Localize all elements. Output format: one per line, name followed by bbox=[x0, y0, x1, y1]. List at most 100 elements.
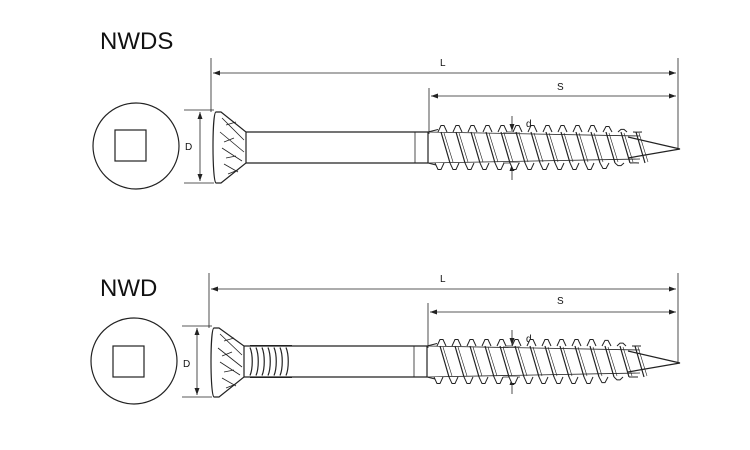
screw-head bbox=[210, 327, 245, 398]
thread-crest-top bbox=[436, 339, 447, 347]
thread-crest-top bbox=[557, 125, 568, 133]
square-drive-icon bbox=[112, 345, 145, 378]
thread-crest-bottom bbox=[464, 162, 475, 170]
thread-flank bbox=[502, 346, 513, 377]
thread-flank bbox=[458, 132, 469, 163]
screw-nwds: NWDS D L S bbox=[92, 28, 681, 190]
thread-flank bbox=[473, 132, 484, 163]
thread-flank bbox=[530, 131, 541, 164]
thread-flank bbox=[562, 346, 573, 377]
thread-crest-bottom bbox=[494, 162, 505, 170]
thread-crest-bottom bbox=[583, 376, 594, 384]
thread-crest-top bbox=[572, 125, 583, 133]
dimension-d-head-nwd: D bbox=[182, 325, 212, 398]
thread-crest-top bbox=[587, 125, 598, 133]
thread-crest-bottom bbox=[449, 162, 460, 170]
thread-crest-bottom bbox=[523, 376, 534, 384]
thread-crest-bottom bbox=[554, 162, 565, 170]
thread-flank bbox=[608, 132, 619, 163]
thread-crest-top bbox=[617, 128, 628, 133]
thread-crest-bottom bbox=[584, 162, 595, 170]
thread-flank bbox=[635, 131, 646, 164]
head-thread-ring bbox=[255, 347, 259, 376]
thread-crest-top bbox=[586, 339, 597, 347]
head-thread-ring bbox=[261, 347, 265, 376]
square-drive-icon bbox=[114, 129, 147, 162]
thread-flank bbox=[545, 131, 556, 164]
thread-flank bbox=[637, 346, 648, 377]
thread-crest-top bbox=[527, 125, 538, 133]
dimension-L-nwd: L bbox=[208, 273, 679, 362]
screw-title-nwds: NWDS bbox=[100, 28, 173, 55]
thread-flank bbox=[634, 345, 645, 378]
dimension-S-nwds: S bbox=[428, 82, 676, 134]
thread-crest-bottom bbox=[434, 162, 445, 170]
thread-flank bbox=[439, 345, 450, 378]
thread-flank bbox=[457, 346, 468, 377]
thread-flank bbox=[607, 346, 618, 377]
label-D: D bbox=[183, 359, 190, 370]
thread-crest-bottom bbox=[478, 376, 489, 384]
thread-crest-top bbox=[616, 342, 627, 347]
thread-crest-top bbox=[602, 126, 613, 133]
label-S: S bbox=[557, 82, 564, 93]
thread-crest-top bbox=[497, 125, 508, 133]
thread-crest-top bbox=[512, 125, 523, 133]
thread-crest-bottom bbox=[539, 162, 550, 170]
screw-tip bbox=[627, 136, 681, 159]
thread-crest-top bbox=[556, 339, 567, 347]
thread-crest-top bbox=[437, 125, 448, 133]
thread-flank bbox=[515, 131, 526, 164]
thread-flank bbox=[619, 345, 630, 378]
thread-flank bbox=[589, 345, 600, 378]
thread-crest-top bbox=[451, 339, 462, 347]
label-L: L bbox=[440, 274, 446, 285]
thread-flank bbox=[470, 131, 481, 164]
thread-flank bbox=[499, 345, 510, 378]
thread-flank bbox=[518, 132, 529, 163]
thread-flank bbox=[443, 132, 454, 163]
dimension-S-nwd: S bbox=[427, 296, 676, 348]
thread-flank bbox=[593, 132, 604, 163]
thread-flank bbox=[577, 346, 588, 377]
thread-crest-bottom bbox=[524, 162, 535, 170]
thread-crest-bottom bbox=[433, 376, 444, 384]
thread-crest-bottom bbox=[509, 162, 520, 170]
thread-crest-top bbox=[511, 339, 522, 347]
screw-head bbox=[212, 111, 247, 184]
thread-nwd bbox=[426, 339, 648, 384]
thread-flank bbox=[503, 132, 514, 163]
thread-crest-bottom bbox=[568, 376, 579, 384]
thread-flank bbox=[532, 346, 543, 377]
thread-crest-top bbox=[542, 125, 553, 133]
thread-flank bbox=[517, 346, 528, 377]
thread-crest-top bbox=[481, 339, 492, 347]
thread-flank bbox=[605, 131, 616, 164]
label-d: d bbox=[526, 119, 532, 130]
thread-flank bbox=[622, 346, 633, 377]
thread-crest-top bbox=[452, 125, 463, 133]
thread-flank bbox=[488, 132, 499, 163]
screw-side-view-nwd bbox=[210, 327, 681, 398]
head-thread-ring bbox=[279, 347, 283, 376]
thread-flank bbox=[560, 131, 571, 164]
thread-crest-top bbox=[482, 125, 493, 133]
thread-crest-top bbox=[571, 339, 582, 347]
thread-flank bbox=[440, 131, 451, 164]
thread-flank bbox=[487, 346, 498, 377]
thread-flank bbox=[575, 131, 586, 164]
thread-flank bbox=[578, 132, 589, 163]
thread-crest-top bbox=[466, 339, 477, 347]
thread-flank bbox=[529, 345, 540, 378]
thread-flank bbox=[604, 345, 615, 378]
screw-nwd: NWD D L S bbox=[90, 273, 681, 405]
thread-crest-bottom bbox=[493, 376, 504, 384]
thread-flank bbox=[454, 345, 465, 378]
label-L: L bbox=[440, 58, 446, 69]
thread-flank bbox=[574, 345, 585, 378]
thread-flank bbox=[548, 132, 559, 163]
dimension-L-nwds: L bbox=[210, 58, 679, 150]
thread-flank bbox=[472, 346, 483, 377]
thread-crest-top bbox=[541, 339, 552, 347]
